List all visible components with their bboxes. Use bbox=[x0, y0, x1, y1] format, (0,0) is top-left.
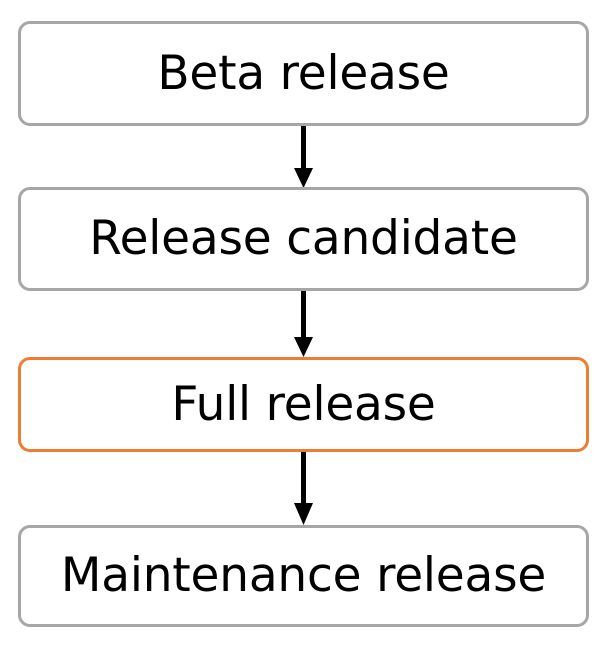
node-maintenance-release[interactable]: Maintenance release bbox=[18, 525, 589, 627]
node-full-release[interactable]: Full release bbox=[18, 357, 589, 452]
connector-full-release-to-maintenance-release bbox=[283, 450, 325, 527]
node-label-maintenance-release: Maintenance release bbox=[60, 548, 547, 604]
node-release-candidate[interactable]: Release candidate bbox=[18, 187, 589, 291]
arrow-down-icon bbox=[294, 289, 313, 357]
connector-release-candidate-to-full-release bbox=[283, 289, 325, 359]
node-label-release-candidate: Release candidate bbox=[89, 211, 518, 267]
node-label-beta-release: Beta release bbox=[157, 45, 450, 101]
arrow-down-icon bbox=[294, 450, 313, 525]
node-label-full-release: Full release bbox=[171, 376, 436, 432]
arrow-down-icon bbox=[294, 124, 313, 188]
node-beta-release[interactable]: Beta release bbox=[18, 21, 589, 126]
connector-beta-to-release-candidate bbox=[283, 124, 325, 190]
